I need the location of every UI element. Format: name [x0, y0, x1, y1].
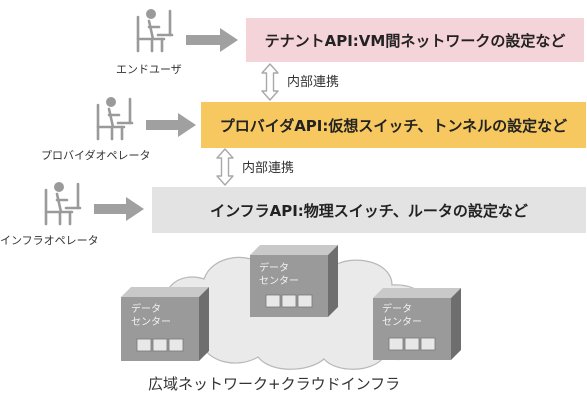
datacenter-center-cube-icon — [250, 245, 338, 317]
end-user-label: エンドユーザ — [116, 63, 182, 76]
provider-api-box: プロバイダAPI:仮想スイッチ、トンネルの設定など — [201, 102, 586, 148]
end-user-person-icon — [136, 9, 174, 53]
lower-link-label: 内部連携 — [242, 161, 295, 176]
datacenter-center-label: データ センター — [259, 262, 299, 288]
lower-link-double-arrow-icon — [216, 148, 234, 186]
tenant-api-label: テナントAPI:VM間ネットワークの設定など — [264, 31, 566, 50]
datacenter-center-label-line1: データ — [259, 263, 289, 274]
datacenter-left-label: データ センター — [131, 303, 171, 329]
infrastructure-caption: 広域ネットワーク+クラウドインフラ — [148, 375, 401, 393]
tenant-api-box: テナントAPI:VM間ネットワークの設定など — [246, 18, 584, 62]
provider-operator-arrow-icon — [146, 113, 196, 137]
infra-operator-person-icon — [44, 182, 82, 226]
datacenter-left-label-line2: センター — [131, 317, 171, 328]
upper-link-label: 内部連携 — [287, 75, 340, 90]
datacenter-center-label-line2: センター — [259, 276, 299, 287]
provider-api-label: プロバイダAPI:仮想スイッチ、トンネルの設定など — [219, 116, 568, 135]
upper-link-double-arrow-icon — [261, 63, 279, 101]
datacenter-right-label-line1: データ — [382, 304, 412, 315]
end-user-arrow-icon — [186, 28, 238, 52]
infra-api-label: インフラAPI:物理スイッチ、ルータの設定など — [210, 201, 528, 220]
datacenter-right-label: データ センター — [382, 303, 422, 329]
provider-operator-label: プロバイダオペレータ — [41, 149, 151, 162]
infra-operator-label: インフラオペレータ — [0, 234, 99, 247]
datacenter-right-label-line2: センター — [382, 317, 422, 328]
datacenter-left-cube-icon — [121, 287, 209, 361]
infra-api-box: インフラAPI:物理スイッチ、ルータの設定など — [152, 187, 586, 233]
datacenter-left-label-line1: データ — [131, 304, 161, 315]
infra-operator-arrow-icon — [94, 197, 144, 221]
datacenter-right-cube-icon — [373, 288, 461, 360]
provider-operator-person-icon — [96, 97, 134, 141]
